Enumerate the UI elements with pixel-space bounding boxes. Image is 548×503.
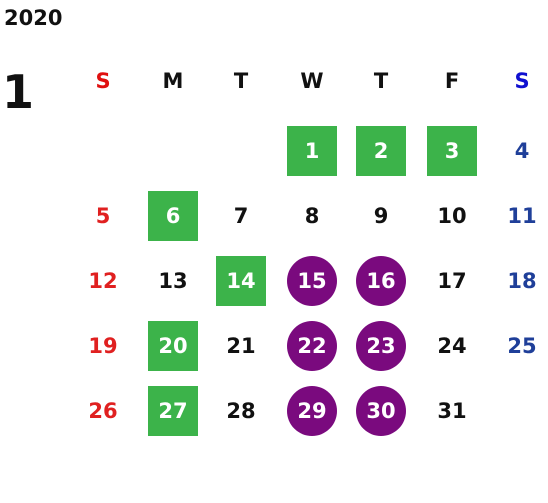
weekday-header: T bbox=[373, 68, 389, 93]
day-cell[interactable]: 4 bbox=[514, 138, 530, 163]
day-cell[interactable]: 18 bbox=[507, 268, 537, 293]
day-cell[interactable]: 11 bbox=[507, 203, 537, 228]
day-cell[interactable]: 7 bbox=[233, 203, 249, 228]
day-cell[interactable]: 17 bbox=[437, 268, 467, 293]
day-cell[interactable]: 19 bbox=[88, 333, 118, 358]
year-label: 2020 bbox=[4, 6, 63, 30]
weekday-header: T bbox=[233, 68, 249, 93]
day-cell-highlighted[interactable]: 20 bbox=[148, 321, 198, 371]
day-cell-highlighted[interactable]: 3 bbox=[427, 126, 477, 176]
weekday-header: S bbox=[95, 68, 111, 93]
day-cell[interactable]: 24 bbox=[437, 333, 467, 358]
day-cell[interactable]: 21 bbox=[226, 333, 256, 358]
weekday-header: W bbox=[300, 68, 324, 93]
day-cell-circled[interactable]: 23 bbox=[356, 321, 406, 371]
day-cell-highlighted[interactable]: 1 bbox=[287, 126, 337, 176]
day-cell-highlighted[interactable]: 14 bbox=[216, 256, 266, 306]
day-cell-highlighted[interactable]: 6 bbox=[148, 191, 198, 241]
day-cell[interactable]: 5 bbox=[95, 203, 111, 228]
weekday-header: F bbox=[444, 68, 460, 93]
month-label: 1 bbox=[2, 65, 35, 119]
day-cell-highlighted[interactable]: 2 bbox=[356, 126, 406, 176]
weekday-header: S bbox=[514, 68, 530, 93]
day-cell[interactable]: 26 bbox=[88, 398, 118, 423]
day-cell[interactable]: 9 bbox=[373, 203, 389, 228]
day-cell-circled[interactable]: 15 bbox=[287, 256, 337, 306]
day-cell[interactable]: 28 bbox=[226, 398, 256, 423]
day-cell[interactable]: 25 bbox=[507, 333, 537, 358]
day-cell-highlighted[interactable]: 27 bbox=[148, 386, 198, 436]
day-cell-circled[interactable]: 30 bbox=[356, 386, 406, 436]
day-cell-circled[interactable]: 29 bbox=[287, 386, 337, 436]
day-cell-circled[interactable]: 16 bbox=[356, 256, 406, 306]
day-cell[interactable]: 8 bbox=[304, 203, 320, 228]
day-cell[interactable]: 12 bbox=[88, 268, 118, 293]
day-cell[interactable]: 13 bbox=[158, 268, 188, 293]
day-cell[interactable]: 10 bbox=[437, 203, 467, 228]
weekday-header: M bbox=[162, 68, 184, 93]
day-cell[interactable]: 31 bbox=[437, 398, 467, 423]
day-cell-circled[interactable]: 22 bbox=[287, 321, 337, 371]
